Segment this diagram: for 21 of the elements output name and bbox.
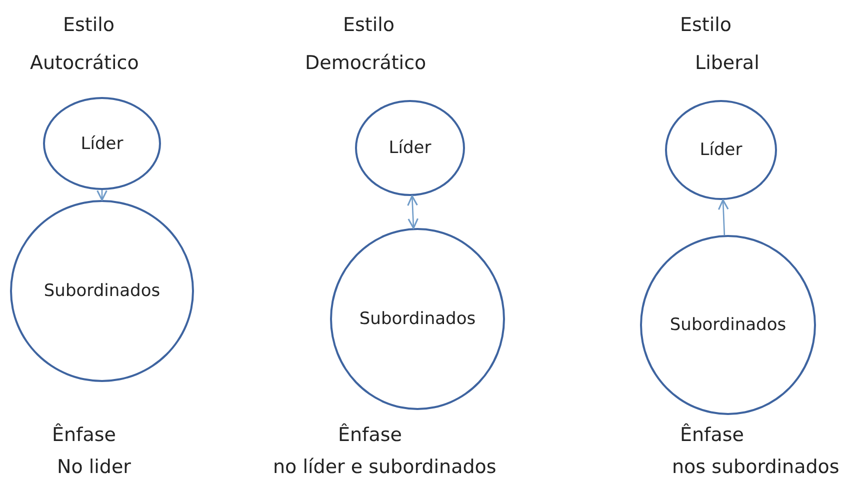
- label-text: Autocrático: [30, 52, 139, 74]
- node-text: Subordinados: [44, 281, 160, 301]
- label-text: Liberal: [695, 52, 760, 74]
- node-text: Subordinados: [359, 309, 476, 329]
- arrow: [96, 190, 108, 201]
- label-text: Estilo: [680, 14, 732, 36]
- arrow: [407, 195, 419, 229]
- label-text: no líder e subordinados: [273, 456, 496, 478]
- label-text: No lider: [57, 456, 131, 478]
- label-text: Estilo: [343, 14, 395, 36]
- label-text: nos subordinados: [672, 456, 840, 478]
- label-text: Ênfase: [680, 424, 744, 446]
- label-text: Ênfase: [338, 424, 402, 446]
- label-text: Ênfase: [52, 424, 116, 446]
- label-text: Democrático: [305, 52, 426, 74]
- node-text: Líder: [80, 134, 124, 154]
- node-text: Líder: [388, 138, 432, 158]
- node-text: Líder: [700, 140, 742, 160]
- label-text: Estilo: [63, 14, 115, 36]
- node-text: Subordinados: [670, 315, 786, 335]
- arrow: [718, 199, 729, 236]
